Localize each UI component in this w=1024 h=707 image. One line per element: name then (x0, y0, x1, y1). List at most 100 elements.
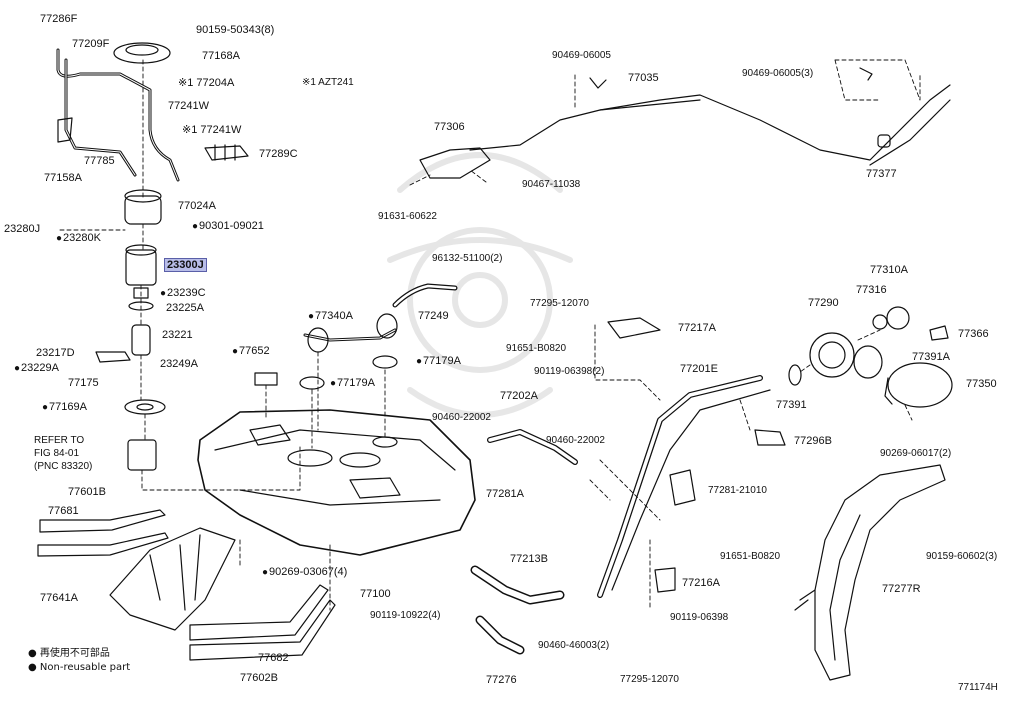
ring-77391 (788, 364, 802, 386)
legend-jp: ● 再使用不可部品 (28, 644, 110, 659)
legend-mark-icon: ● (28, 648, 37, 659)
label-77241W-a: 77241W (168, 100, 209, 112)
label-77241W-b: ※1 77241W (182, 124, 242, 136)
label-77602B: 77602B (240, 672, 278, 684)
protector-77641A (109, 527, 236, 631)
legend-text-jp: 再使用不可部品 (39, 648, 110, 659)
label-77202A: 77202A (500, 390, 538, 402)
label-90301-09021: 90301-09021 (192, 220, 264, 233)
grommet-77179A (372, 355, 398, 369)
label-23249A: 23249A (160, 358, 198, 370)
label-77290: 77290 (808, 297, 839, 309)
fuel-lid-77350 (887, 362, 953, 408)
label-77310A: 77310A (870, 264, 908, 276)
label-77682: 77682 (258, 652, 289, 664)
label-90467-11038: 90467-11038 (522, 179, 581, 190)
fuel-tank-77100 (197, 409, 476, 556)
label-77289C: 77289C (259, 148, 298, 160)
tank-strap-77681 (37, 532, 169, 557)
label-90460-22002-a: 90460-22002 (432, 412, 491, 423)
label-77168A: 77168A (202, 50, 240, 62)
label-23221: 23221 (162, 329, 193, 341)
label-77296B: 77296B (794, 435, 832, 447)
label-90119-10922: 90119-10922(4) (370, 610, 441, 621)
label-23280J: 23280J (4, 223, 41, 235)
label-90119-06398-2: 90119-06398(2) (534, 366, 605, 377)
label-90460-22002-b: 90460-22002 (546, 435, 605, 446)
label-note-azt: ※1 AZT241 (302, 77, 354, 88)
label-77601B: 77601B (68, 486, 106, 498)
label-90469-06005: 90469-06005 (552, 50, 611, 61)
label-23229A: 23229A (14, 362, 59, 375)
label-77641A: 77641A (40, 592, 78, 604)
bracket-77281 (669, 469, 696, 506)
bracket-77158A (57, 117, 73, 143)
label-77249: 77249 (418, 310, 449, 322)
label-77158A: 77158A (44, 172, 82, 184)
label-77316: 77316 (856, 284, 887, 296)
label-77216A: 77216A (682, 577, 720, 589)
label-77350: 77350 (966, 378, 997, 390)
hose-77340A (303, 328, 397, 342)
label-77213B: 77213B (510, 553, 548, 565)
label-77179A-b: 77179A (330, 377, 375, 390)
label-90269-06017: 90269-06017(2) (880, 448, 952, 459)
label-77391: 77391 (776, 399, 807, 411)
label-91651-B0820-b: 91651-B0820 (720, 551, 781, 562)
label-23300J: 23300J (164, 258, 207, 272)
label-77366: 77366 (958, 328, 989, 340)
label-90469-06005-3: 90469-06005(3) (742, 68, 814, 79)
bracket-77296B (754, 429, 786, 446)
label-90460-46003: 90460-46003(2) (538, 640, 610, 651)
label-23239C: 23239C (160, 287, 206, 300)
bracket-77306 (419, 147, 491, 179)
label-90119-06398: 90119-06398 (670, 612, 729, 623)
tank-strap-77682 (189, 584, 329, 641)
label-77295-12070-b: 77295-12070 (620, 674, 679, 685)
cable-77035 (469, 84, 951, 161)
gasket-77169A (124, 399, 166, 415)
label-77175: 77175 (68, 377, 99, 389)
legend-mark-icon: ● (28, 662, 37, 673)
label-96132-51100: 96132-51100(2) (432, 253, 503, 264)
label-77295-12070-a: 77295-12070 (530, 298, 589, 309)
connector-77289C (204, 145, 249, 161)
label-77217A: 77217A (678, 322, 716, 334)
refer-note-line-3: (PNC 83320) (34, 461, 93, 472)
label-77785: 77785 (84, 155, 115, 167)
label-23225A: 23225A (166, 302, 204, 314)
legend-text-en: Non-reusable part (39, 662, 131, 673)
legend-en: ● Non-reusable part (28, 662, 130, 673)
label-77340A: 77340A (308, 310, 353, 323)
label-77306: 77306 (434, 121, 465, 133)
diagram-ref-code: 771174H (958, 682, 998, 693)
label-77209F: 77209F (72, 38, 110, 50)
label-77391A: 77391A (912, 351, 950, 363)
label-77281-21010: 77281-21010 (708, 485, 767, 496)
label-77100: 77100 (360, 588, 391, 600)
bracket-77216A (654, 567, 676, 593)
bracket-77217A (607, 317, 661, 339)
label-77281A: 77281A (486, 488, 524, 500)
label-91651-B0820-a: 91651-B0820 (506, 343, 567, 354)
label-91631-60622: 91631-60622 (378, 211, 437, 222)
filler-neck-77290 (809, 332, 855, 378)
label-77377: 77377 (866, 168, 897, 180)
label-77204A: ※1 77204A (178, 77, 235, 89)
label-90159-60602: 90159-60602(3) (926, 551, 998, 562)
label-77201E: 77201E (680, 363, 718, 375)
fuel-line-77209F (56, 48, 180, 182)
cap-77310A (886, 306, 910, 330)
label-77277R: 77277R (882, 583, 921, 595)
label-77286F: 77286F (40, 13, 78, 25)
label-77169A: 77169A (42, 401, 87, 414)
label-90269-03067: 90269-03067(4) (262, 566, 347, 579)
tube-77249 (392, 283, 458, 308)
label-77179A-a: 77179A (416, 355, 461, 368)
label-23217D: 23217D (36, 347, 75, 359)
label-77035: 77035 (628, 72, 659, 84)
tank-strap-77601B (39, 509, 166, 533)
pump-flange-77168A (113, 42, 171, 64)
